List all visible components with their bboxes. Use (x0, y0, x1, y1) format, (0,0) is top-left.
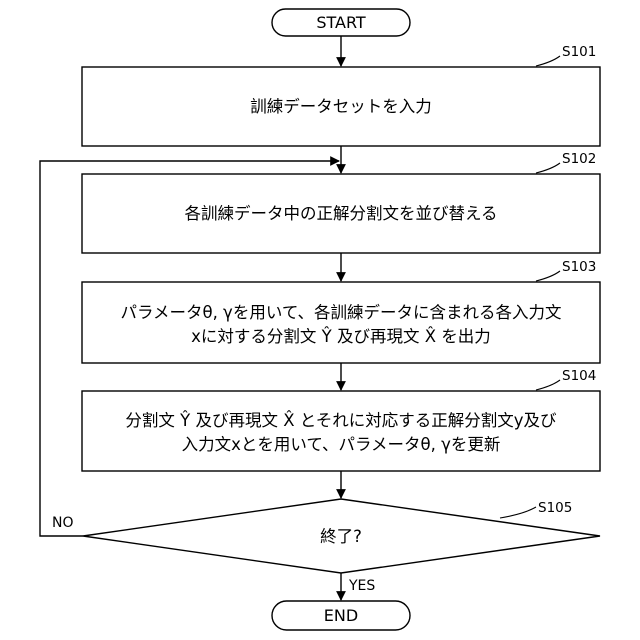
decision-label: 終了? (320, 527, 362, 546)
s104-leader-line (536, 380, 560, 390)
s104-text-line-2: 入力文xとを用いて、パラメータθ, γを更新 (182, 435, 501, 454)
s101-step-label: S101 (562, 44, 596, 60)
s103-text-line-1: パラメータθ, γを用いて、各訓練データに含まれる各入力文 (120, 302, 561, 322)
yes-branch-label: YES (348, 578, 375, 594)
s104-text-line-1: 分割文 Ŷ 及び再現文 X̂ とそれに対応する正解分割文y及び (125, 411, 557, 430)
process-box-s104 (82, 391, 600, 471)
s103-step-label: S103 (562, 259, 596, 275)
no-branch-label: NO (52, 515, 74, 531)
start-label: START (316, 13, 366, 32)
s102-leader-line (536, 163, 560, 173)
process-box-s103 (82, 282, 600, 363)
end-label: END (324, 606, 358, 625)
s101-text: 訓練データセットを入力 (250, 96, 432, 116)
s104-step-label: S104 (562, 368, 596, 384)
s102-text: 各訓練データ中の正解分割文を並び替える (184, 203, 497, 223)
s103-leader-line (536, 271, 560, 281)
s101-leader-line (536, 56, 560, 66)
s105-step-label: S105 (538, 500, 572, 516)
s103-text-line-2: xに対する分割文 Ŷ 及び再現文 X̂ を出力 (191, 327, 491, 346)
s105-leader-line (500, 507, 536, 518)
s102-step-label: S102 (562, 151, 596, 167)
